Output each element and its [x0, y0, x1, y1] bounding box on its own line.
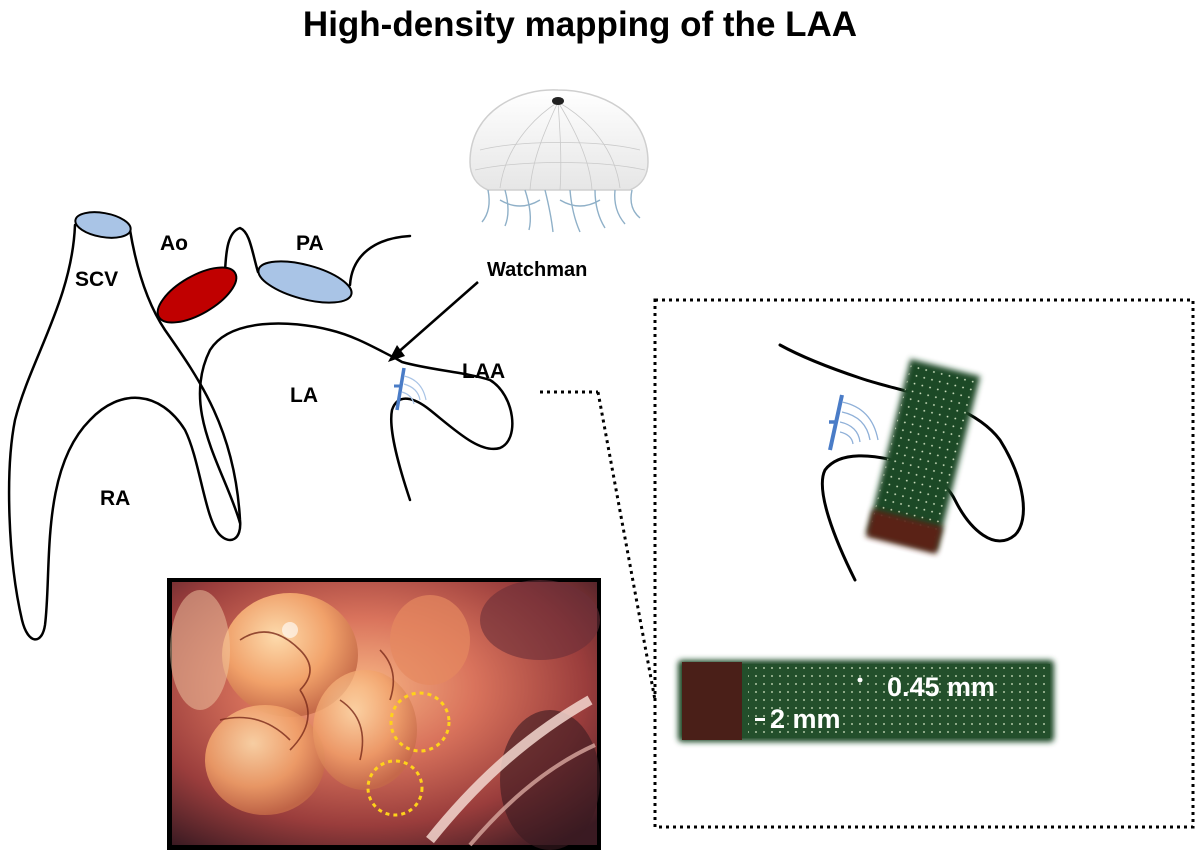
watchman-device-image: [469, 89, 649, 233]
watchman-device-zoomed: [828, 394, 879, 451]
label-ra: RA: [100, 487, 130, 510]
label-pa: PA: [296, 232, 324, 255]
label-ao: Ao: [160, 232, 188, 255]
intraoperative-photo: [167, 578, 601, 850]
electrode-array-in-laa: [866, 358, 981, 554]
label-la: LA: [290, 384, 318, 407]
electrode-strip: 0.45 mm 2 mm: [678, 660, 1054, 742]
aorta-opening: [156, 266, 238, 324]
scv-ra-outline: [7, 223, 242, 641]
page-title: High-density mapping of the LAA: [303, 5, 857, 44]
zoomed-laa-outline: [778, 343, 1025, 582]
heart-schematic: [7, 223, 514, 641]
la-outline: [198, 322, 514, 525]
electrode-spot-marker: [857, 677, 863, 683]
label-scv: SCV: [75, 268, 118, 291]
zoom-connector: [540, 390, 657, 701]
label-laa: LAA: [462, 360, 505, 383]
electrode-length-label: 2 mm: [770, 704, 841, 734]
electrode-spacing-label: 0.45 mm: [887, 672, 995, 702]
zoom-inset-frame: [653, 298, 1195, 829]
pa-opening: [257, 260, 353, 304]
aorta-pa-outline: [223, 226, 260, 274]
electrode-length-marker: [755, 718, 765, 721]
mapping-site-marker-2: [366, 759, 424, 817]
scv-opening: [74, 211, 132, 239]
watchman-device-small: [394, 367, 427, 411]
electrode-connector: [682, 662, 742, 740]
mapping-site-marker-1: [389, 691, 451, 753]
watchman-arrow: [388, 281, 479, 362]
pa-wall-right: [348, 234, 412, 287]
label-watchman: Watchman: [487, 259, 587, 281]
